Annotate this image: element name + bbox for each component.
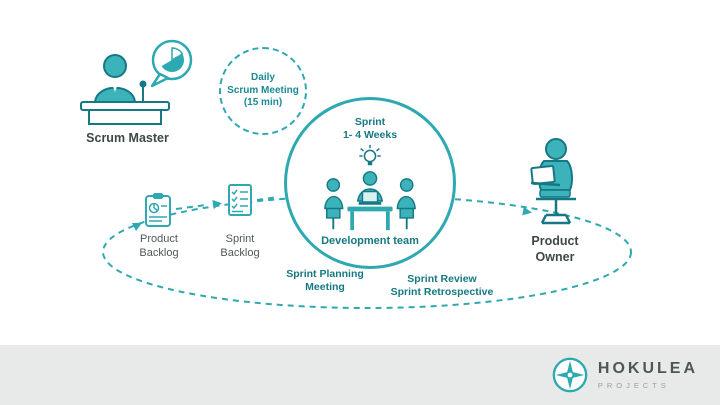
arrowhead-to-product-backlog [131, 222, 143, 232]
arrowhead-sprint-backlog [212, 200, 222, 209]
arrow-sprint-backlog-to-sprint [256, 196, 279, 201]
scrum-master-icon [75, 50, 175, 130]
sprint-backlog-checklist-icon [227, 183, 253, 217]
lightbulb-icon [359, 145, 381, 166]
logo-tagline: PROJECTS [597, 381, 670, 390]
compass-icon [552, 357, 588, 393]
logo-name: HOKULEA [597, 360, 698, 377]
daily-scrum-meeting-label: Daily Scrum Meeting (15 min) [227, 72, 299, 109]
product-owner-icon [524, 137, 586, 230]
speech-bubble-pie-icon [142, 38, 198, 92]
development-team-label: Development team [321, 235, 419, 248]
logo-text: HOKULEA PROJECTS [598, 360, 698, 390]
sprint-planning-label: Sprint Planning Meeting [286, 268, 364, 294]
development-team-icon [324, 171, 416, 231]
sprint-duration-label: Sprint 1- 4 Weeks [342, 116, 398, 142]
sprint-circle-node: Sprint 1- 4 Weeks [284, 97, 456, 269]
arrow-product-to-sprint-backlog [175, 204, 207, 210]
sprint-backlog-label: Sprint Backlog [220, 233, 260, 259]
product-backlog-label: Product Backlog [139, 233, 179, 259]
product-backlog-clipboard-icon [144, 192, 172, 228]
sprint-review-label: Sprint Review Sprint Retrospective [390, 273, 494, 299]
product-owner-label: Product Owner [531, 234, 579, 264]
daily-scrum-meeting-node: Daily Scrum Meeting (15 min) [219, 47, 307, 135]
scrum-master-label: Scrum Master [86, 131, 169, 145]
hokulea-logo: HOKULEA PROJECTS [551, 356, 698, 394]
footer-band: HOKULEA PROJECTS [0, 345, 720, 405]
